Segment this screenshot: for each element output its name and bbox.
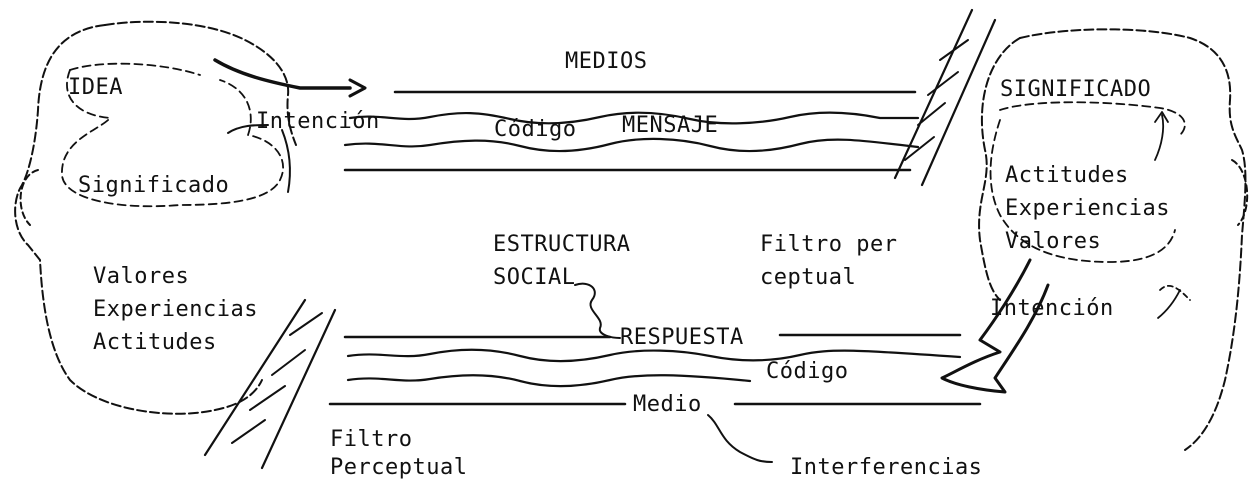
- respuesta-label: RESPUESTA: [620, 325, 744, 350]
- bottom-codigo-label: Código: [766, 359, 849, 384]
- top-channel-medios-label: MEDIOS: [565, 49, 648, 74]
- right-filter-edge-b: [920, 18, 997, 187]
- receiver-factor-valores: Valores: [1005, 229, 1102, 254]
- estructura-label: ESTRUCTURA: [493, 232, 631, 257]
- sender-ear: [19, 169, 39, 226]
- sender-thought-cloud: [61, 69, 285, 208]
- sender-intencion-label: Intención: [256, 109, 380, 134]
- receiver-head-outline: [1019, 28, 1247, 451]
- receiver-head-left: [978, 37, 1021, 301]
- bottom-channel-lower-wave: [346, 374, 752, 388]
- left-filtro-label-line1: Filtro: [330, 427, 413, 452]
- left-filtro-label-line2: Perceptual: [330, 455, 468, 480]
- sender-arrow-head: [348, 78, 367, 98]
- top-channel-codigo-label: Código: [494, 117, 577, 142]
- receiver-factor-actitudes: Actitudes: [1005, 163, 1129, 188]
- left-filter-hatch-3: [249, 385, 286, 411]
- top-channel-lower-wave: [343, 137, 920, 153]
- receiver-ear: [1231, 159, 1249, 226]
- right-filtro-label-line2: ceptual: [760, 265, 857, 290]
- sender-factor-valores: Valores: [93, 264, 190, 289]
- right-filtro-label-line1: Filtro per: [760, 233, 897, 257]
- interferencias-label: Interferencias: [790, 455, 983, 480]
- estructura-to-respuesta-connector: [574, 282, 621, 339]
- intencion-pointer: [227, 124, 269, 134]
- left-filter-hatch-1: [289, 312, 323, 336]
- receiver-return-arrow: [940, 258, 1050, 394]
- medio-label: Medio: [633, 392, 702, 417]
- medio-to-interferencias-connector: [707, 414, 773, 463]
- social-label: SOCIAL: [493, 265, 576, 290]
- receiver-intencion-label: Intención: [990, 296, 1114, 321]
- top-channel-mensaje-label: MENSAJE: [622, 113, 719, 138]
- significado-link: [281, 129, 291, 193]
- receiver-to-intencion-arrow: [1157, 289, 1181, 319]
- receiver-inner-arrow: [1154, 114, 1165, 161]
- right-filter-hatch-2: [927, 71, 959, 96]
- left-filter-hatch-4: [231, 419, 266, 444]
- sender-head-top: [104, 20, 297, 146]
- sender-idea-label: IDEA: [68, 75, 123, 100]
- right-filter-hatch-1: [939, 39, 969, 61]
- right-filtro-text: Filtro per: [760, 232, 898, 257]
- sender-upper-cloud: [69, 62, 201, 76]
- top-channel-upper-wave: [348, 111, 920, 125]
- left-filter-edge-b: [260, 308, 337, 470]
- sender-factor-experiencias: Experiencias: [93, 297, 258, 322]
- sender-factor-actitudes: Actitudes: [93, 330, 217, 355]
- receiver-factor-experiencias: Experiencias: [1005, 196, 1170, 221]
- receiver-inner-arrow-head: [1154, 111, 1169, 123]
- sender-significado-label: Significado: [78, 173, 230, 198]
- receiver-significado-label: SIGNIFICADO: [1000, 77, 1152, 102]
- right-filter-hatch-3: [917, 102, 946, 126]
- sender-to-medios-arrow: [213, 58, 352, 90]
- left-filter-edge-a: [203, 298, 307, 457]
- left-filter-hatch-2: [271, 349, 306, 376]
- right-filter-hatch-4: [904, 136, 935, 161]
- receiver-thought-cloud: [989, 101, 1186, 263]
- sender-head-outline: [14, 24, 263, 415]
- bottom-channel-upper-wave: [346, 348, 962, 363]
- receiver-dashed-stroke: [1159, 285, 1191, 301]
- right-filter-edge-a: [893, 8, 974, 180]
